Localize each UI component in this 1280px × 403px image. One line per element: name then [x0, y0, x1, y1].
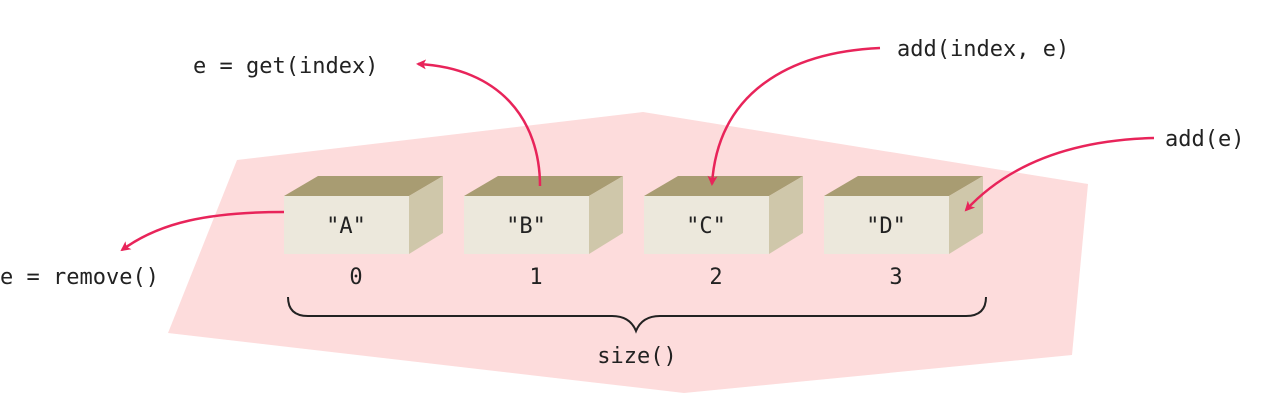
remove-arrow [120, 210, 285, 252]
element-label-a: "A" [326, 214, 366, 239]
add-at-index-arrow [707, 46, 881, 186]
add-at-index-label: add(index, e) [897, 37, 1069, 62]
index-label-1: 1 [529, 265, 542, 290]
add-arrow [964, 136, 1155, 212]
index-label-0: 0 [349, 265, 362, 290]
element-label-d: "D" [866, 214, 906, 239]
element-label-c: "C" [686, 214, 726, 239]
size-label: size() [597, 344, 676, 369]
list-element-box-3: "D" [824, 176, 983, 254]
remove-label: e = remove() [0, 265, 159, 290]
size-brace [287, 296, 987, 334]
index-label-3: 3 [889, 265, 902, 290]
get-arrow [416, 59, 542, 187]
list-element-box-2: "C" [644, 176, 803, 254]
list-element-box-0: "A" [284, 176, 443, 254]
list-element-box-1: "B" [464, 176, 623, 254]
index-label-2: 2 [709, 265, 722, 290]
get-label: e = get(index) [193, 54, 378, 79]
element-label-b: "B" [506, 214, 546, 239]
add-label: add(e) [1165, 127, 1244, 152]
